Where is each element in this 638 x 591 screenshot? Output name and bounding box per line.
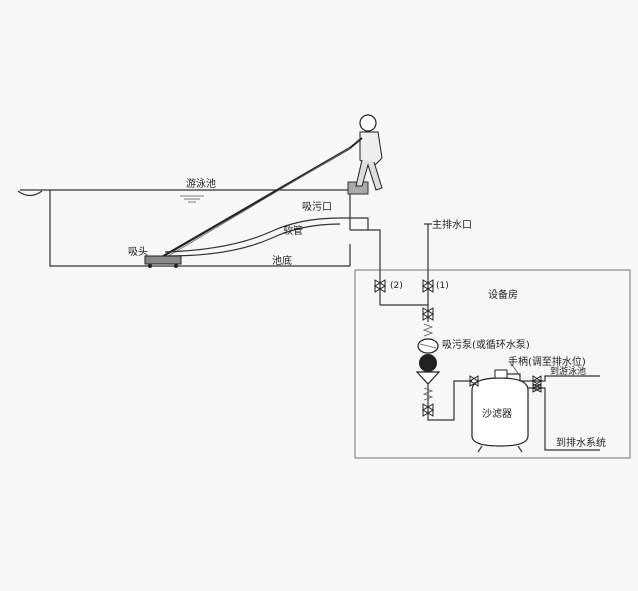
pool bbox=[17, 181, 369, 267]
label-suction-outlet: 吸污口 bbox=[302, 201, 332, 213]
pump-discharge-pipe bbox=[427, 380, 472, 421]
label-to-pool: 到游泳池 bbox=[550, 365, 586, 377]
label-to-drain: 到排水系统 bbox=[556, 436, 606, 449]
to-drain-pipe bbox=[528, 387, 600, 451]
equipment-room-box bbox=[354, 269, 631, 459]
deck-left bbox=[17, 190, 43, 197]
valve-2-icon bbox=[374, 279, 386, 293]
handle-line bbox=[509, 361, 521, 377]
flex-joint-upper bbox=[422, 323, 434, 337]
multiport-valve-icon bbox=[469, 375, 542, 387]
label-valve-1: (1) bbox=[436, 281, 449, 291]
water-surface-icon bbox=[180, 195, 204, 203]
label-main-drain: 主排水口 bbox=[432, 218, 472, 231]
label-pool: 游泳池 bbox=[186, 177, 216, 190]
suction-pipe bbox=[340, 217, 381, 305]
valve-1-icon bbox=[422, 279, 434, 293]
suction-head bbox=[144, 255, 182, 268]
flex-joint-lower bbox=[422, 387, 434, 401]
vacuum-pole bbox=[159, 147, 351, 259]
label-valve-2: (2) bbox=[390, 281, 403, 291]
label-suction-head: 吸头 bbox=[128, 246, 148, 258]
label-pump: 吸污泵(或循环水泵) bbox=[442, 338, 530, 351]
valve-lower-icon bbox=[422, 307, 434, 321]
header-pipe bbox=[380, 304, 429, 322]
valve-discharge-icon bbox=[422, 403, 434, 417]
label-pool-bottom: 池底 bbox=[272, 254, 292, 267]
label-hose: 软管 bbox=[283, 224, 303, 237]
operator-figure bbox=[349, 114, 383, 191]
vacuum-pole-edge bbox=[164, 147, 351, 259]
label-equipment-room: 设备房 bbox=[488, 288, 518, 301]
label-sand-filter: 沙滤器 bbox=[482, 407, 512, 420]
pool-walls bbox=[20, 189, 350, 267]
drain-valve-icon bbox=[531, 383, 543, 393]
hose-line bbox=[164, 217, 341, 253]
hose-line-2 bbox=[167, 223, 341, 257]
label-handle: 手柄(调至排水位) bbox=[508, 355, 586, 368]
pump-icon bbox=[415, 338, 441, 385]
